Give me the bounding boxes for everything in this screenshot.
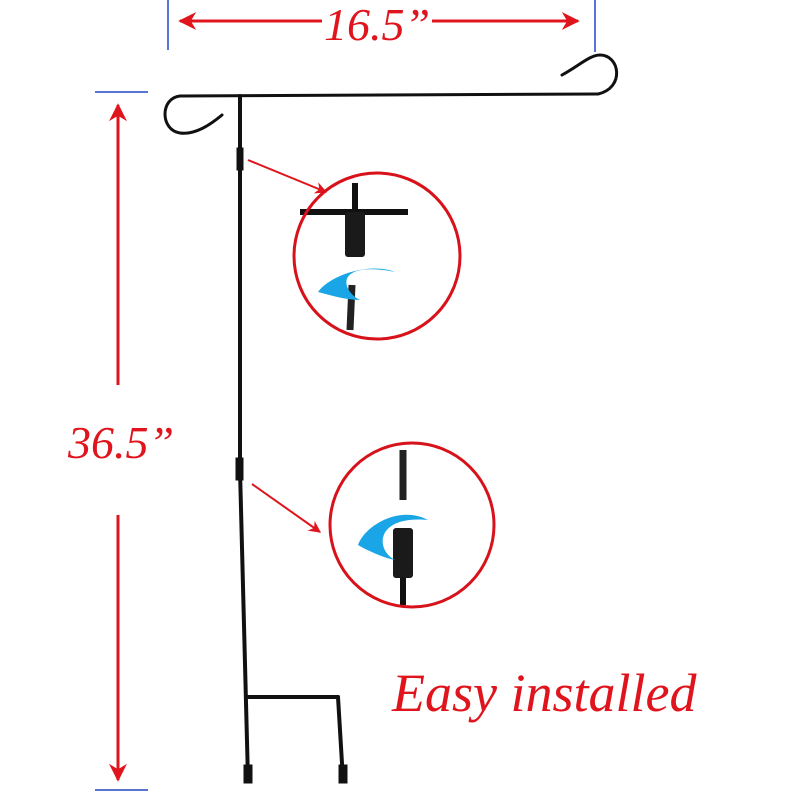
guide-lines [95, 0, 596, 791]
rotate-arrow-icon [358, 514, 428, 560]
rotate-arrow-icon [318, 268, 395, 300]
detail-circle-middle-joint [328, 441, 496, 609]
width-measurement-label: 16.5” [322, 0, 433, 51]
height-measurement-label: 36.5” [68, 412, 175, 473]
caption-easy-installed: Easy installed [392, 662, 697, 724]
pointer-arrows [247, 159, 328, 533]
dimension-arrows [109, 12, 580, 782]
flag-pole [163, 53, 619, 784]
detail-circle-top-joint [292, 171, 462, 341]
